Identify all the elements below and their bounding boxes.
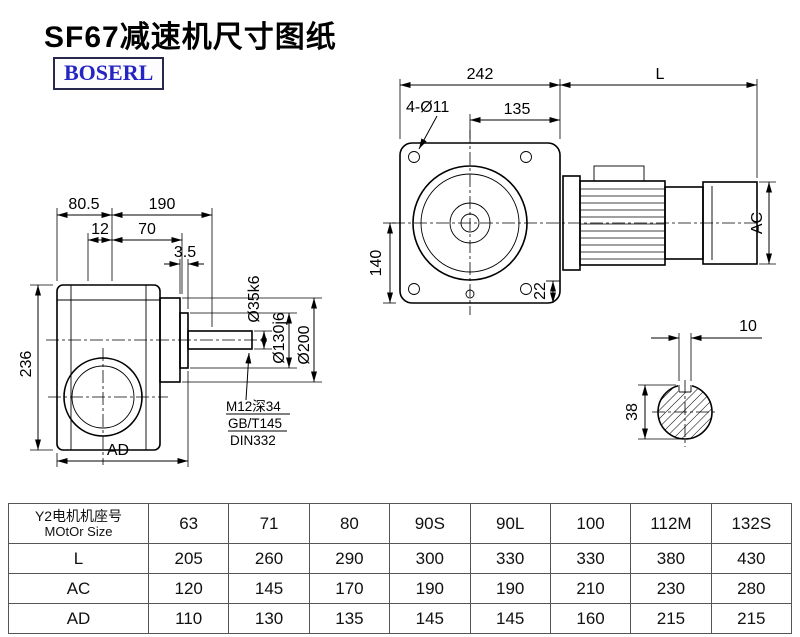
dim-cell: 145 — [228, 573, 310, 604]
dim-190: 190 — [149, 196, 176, 213]
bolt-hole — [408, 283, 420, 295]
dim-70: 70 — [138, 221, 156, 238]
dim-cell: 145 — [389, 603, 471, 634]
dim-140: 140 — [368, 250, 385, 277]
dim-cell: 290 — [308, 543, 391, 574]
dim-3-5: 3.5 — [174, 244, 196, 261]
table-row-AD: AD 110 130 135 145 145 160 215 215 — [8, 603, 793, 634]
dim-cell: 170 — [308, 573, 391, 604]
size-cell: 71 — [228, 503, 310, 544]
size-cell: 100 — [549, 503, 632, 544]
size-cell: 80 — [308, 503, 391, 544]
dim-cell: 160 — [549, 603, 632, 634]
dim-cell: 190 — [469, 573, 551, 604]
output-bore — [63, 357, 143, 437]
bolt-hole — [520, 151, 532, 163]
input-shaft — [187, 330, 253, 350]
dim-cell: 260 — [228, 543, 310, 574]
dim-cell: 430 — [710, 543, 793, 574]
dim-shaft-dia: Ø35k6 — [246, 275, 263, 322]
motor-size-header: Y2电机机座号 MOtOr Size — [8, 503, 149, 544]
size-cell: 90S — [389, 503, 471, 544]
size-cell: 132S — [710, 503, 793, 544]
dim-cell: 130 — [228, 603, 310, 634]
dim-cell: 190 — [389, 573, 471, 604]
dim-motor-diameter: AC — [749, 212, 766, 234]
shaft-section-view: 10 38 — [624, 318, 762, 447]
table-header-row: Y2电机机座号 MOtOr Size 63 71 80 90S 90L 100 … — [8, 503, 793, 544]
dim-22: 22 — [532, 282, 549, 300]
dim-12: 12 — [91, 221, 109, 238]
note-gb-standard: GB/T145 — [228, 416, 282, 431]
dim-cell: 110 — [147, 603, 230, 634]
boserl-logo: BOSERL — [53, 57, 165, 90]
dim-spigot-dia: Ø130j6 — [271, 312, 288, 364]
dimension-table: Y2电机机座号 MOtOr Size 63 71 80 90S 90L 100 … — [8, 503, 793, 634]
note-din-standard: DIN332 — [230, 433, 276, 448]
table-row-AC: AC 120 145 170 190 190 210 230 280 — [8, 573, 793, 604]
note-tap: M12深34 — [226, 399, 281, 414]
bolt-hole — [520, 283, 532, 295]
technical-drawing: 80.5 190 12 70 3.5 236 AD — [18, 66, 776, 467]
dim-cell: 380 — [630, 543, 712, 574]
dim-cell: 135 — [308, 603, 391, 634]
dim-cell: 330 — [469, 543, 551, 574]
table-row-L: L 205 260 290 300 330 330 380 430 — [8, 543, 793, 574]
side-view: 80.5 190 12 70 3.5 236 AD — [18, 196, 322, 467]
dim-ad: AD — [107, 442, 129, 459]
bolt-hole — [408, 151, 420, 163]
dim-flange-dia: Ø200 — [296, 325, 313, 364]
dim-keyway-width: 10 — [739, 318, 757, 335]
dim-bolt-holes: 4-Ø11 — [406, 99, 449, 116]
dim-cell: 230 — [630, 573, 712, 604]
row-label: L — [8, 543, 149, 574]
motor-fan-cover — [702, 181, 758, 265]
size-cell: 63 — [147, 503, 230, 544]
dim-cell: 330 — [549, 543, 632, 574]
dim-motor-length: L — [656, 66, 665, 83]
dim-cell: 300 — [389, 543, 471, 574]
gearbox-housing-side — [56, 284, 161, 451]
dim-cell: 280 — [710, 573, 793, 604]
motor-size-header-en: MOtOr Size — [44, 523, 113, 539]
size-cell: 90L — [469, 503, 551, 544]
dim-cell: 215 — [630, 603, 712, 634]
motor-size-header-cn: Y2电机机座号 — [34, 507, 123, 524]
dim-236: 236 — [18, 351, 35, 378]
row-label: AC — [8, 573, 149, 604]
row-label: AD — [8, 603, 149, 634]
dim-shaft-diameter: 38 — [624, 403, 641, 421]
flange-circle — [412, 165, 528, 281]
page-title: SF67减速机尺寸图纸 — [44, 21, 337, 54]
gearbox-housing-front — [399, 142, 561, 304]
dim-242: 242 — [467, 66, 494, 83]
dim-cell: 145 — [469, 603, 551, 634]
dim-cell: 205 — [147, 543, 230, 574]
dim-135: 135 — [504, 101, 531, 118]
size-cell: 112M — [630, 503, 712, 544]
dim-cell: 215 — [710, 603, 793, 634]
dim-cell: 210 — [549, 573, 632, 604]
front-view: 242 L 4-Ø11 135 140 22 AC — [368, 66, 776, 315]
dim-80-5: 80.5 — [68, 196, 99, 213]
dim-cell: 120 — [147, 573, 230, 604]
